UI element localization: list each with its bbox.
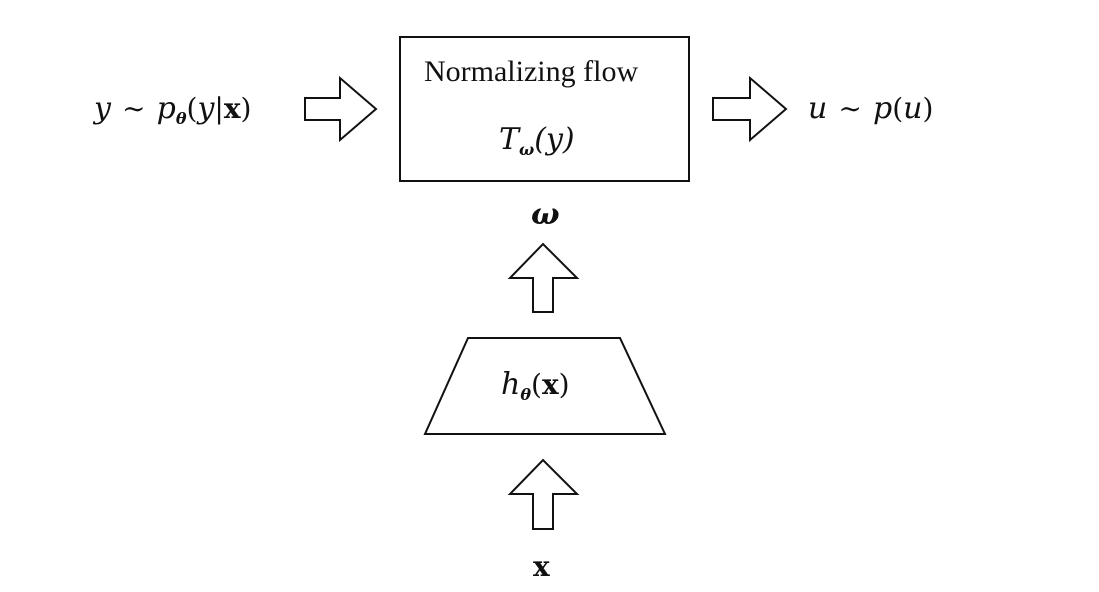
output-arg: u	[903, 91, 923, 126]
input-x-var: x	[223, 92, 241, 125]
right-arrow-icon	[712, 75, 788, 143]
right-arrow-icon	[304, 75, 378, 143]
output-distribution-label: u ∼ p(u)	[808, 94, 933, 124]
input-density: p	[156, 91, 176, 126]
flow-func-subscript: ω	[519, 140, 535, 159]
output-open-paren: (	[892, 92, 904, 125]
output-close-paren: )	[922, 92, 934, 125]
input-tilde: ∼	[122, 92, 146, 125]
output-tilde: ∼	[838, 92, 862, 125]
hypernet-close-paren: )	[558, 368, 570, 401]
flow-box-function: Tω(y)	[499, 122, 575, 158]
up-arrow-icon	[507, 458, 580, 530]
flow-func-arg: (y)	[534, 122, 575, 157]
hypernet-open-paren: (	[531, 368, 542, 401]
output-density: p	[872, 91, 893, 126]
input-param-subscript: θ	[175, 109, 187, 128]
up-arrow-icon	[507, 242, 580, 313]
input-cond-bar: |	[214, 92, 224, 125]
omega-label: ω	[531, 197, 560, 232]
x-input-label: x	[533, 550, 550, 583]
normalizing-flow-box	[399, 36, 690, 182]
input-open-paren: (	[186, 92, 198, 125]
input-y-var: y	[94, 91, 111, 126]
flow-func-name: T	[499, 122, 520, 157]
output-u-var: u	[808, 91, 828, 126]
input-cond-var: y	[197, 91, 215, 126]
hypernet-func-name: h	[501, 367, 521, 402]
flow-box-title: Normalizing flow	[424, 55, 639, 88]
hypernet-x-var: x	[541, 368, 559, 401]
input-close-paren: )	[240, 92, 252, 125]
hypernetwork-label: hθ(x)	[501, 367, 570, 403]
input-distribution-label: y ∼ pθ(y|x)	[94, 91, 252, 127]
hypernetwork-trapezoid	[423, 337, 667, 435]
hypernet-subscript: θ	[520, 385, 531, 404]
